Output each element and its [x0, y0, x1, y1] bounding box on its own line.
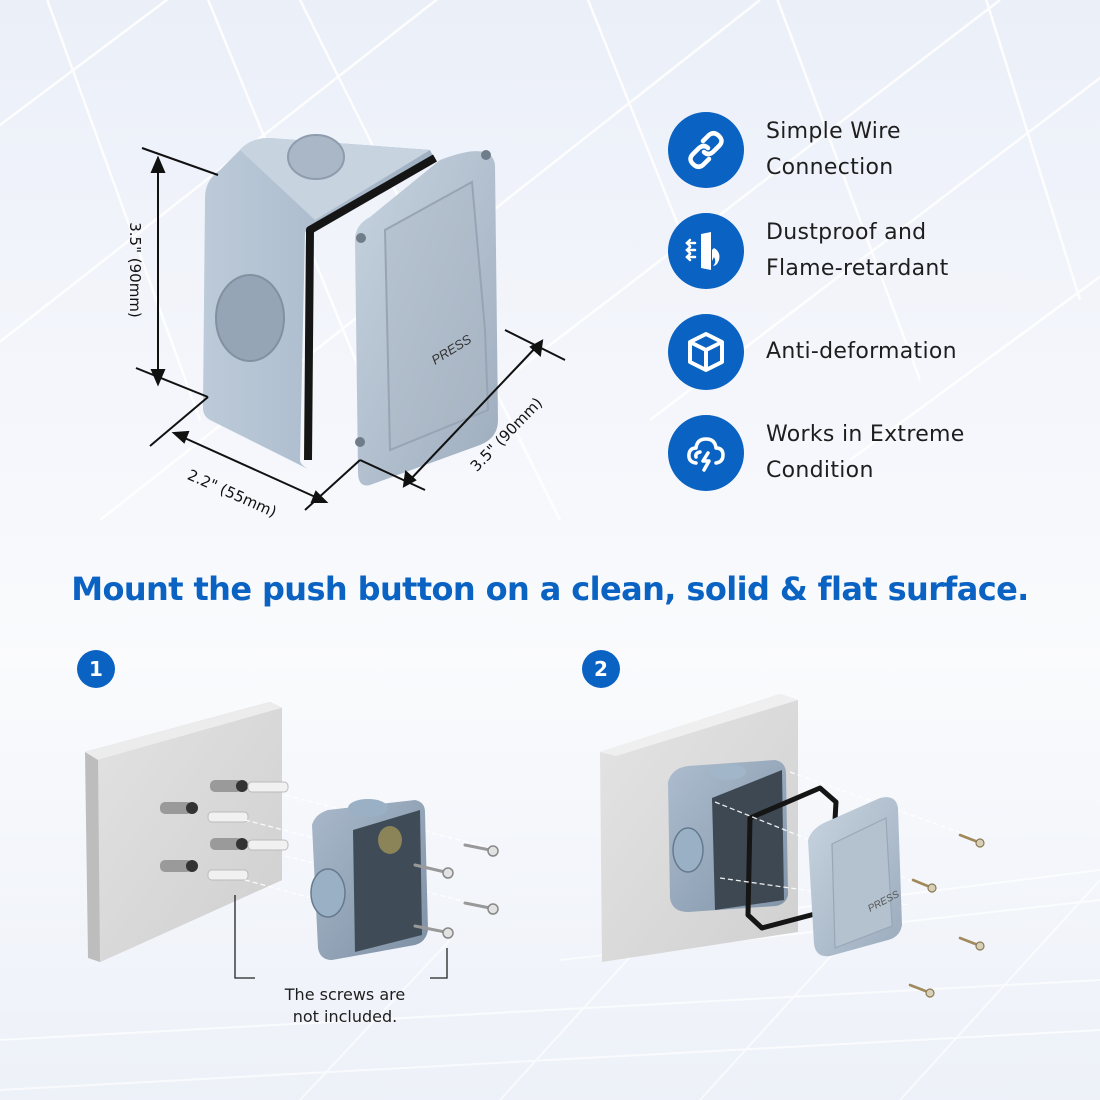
- feature-label: Dustproof and Flame-retardant: [766, 220, 949, 281]
- step-1-illustration: [70, 690, 520, 980]
- feature-label: Works in Extreme Condition: [766, 422, 965, 483]
- feature-label: Anti-deformation: [766, 339, 957, 364]
- height-dimension-label: 3.5" (90mm): [126, 222, 144, 318]
- storm-cloud-icon: [668, 415, 744, 491]
- product-dimension-diagram: PRESS 3.5" (90mm) 2.2" (55mm) 3.5" (90mm…: [100, 120, 590, 540]
- mounting-heading: Mount the push button on a clean, solid …: [71, 570, 1029, 608]
- feature-item: Works in Extreme Condition: [668, 415, 965, 491]
- link-icon: [668, 112, 744, 188]
- step-2-illustration: PRESS: [580, 690, 1030, 1010]
- feature-item: Anti-deformation: [668, 314, 957, 390]
- feature-item: Dustproof and Flame-retardant: [668, 213, 949, 289]
- screws-not-included-note: The screws are not included.: [284, 985, 406, 1026]
- feature-label: Simple Wire Connection: [766, 119, 901, 180]
- dustproof-flame-icon: [668, 213, 744, 289]
- cube-icon: [668, 314, 744, 390]
- feature-item: Simple Wire Connection: [668, 112, 901, 188]
- step-1-badge: 1: [77, 650, 115, 688]
- step-2-badge: 2: [582, 650, 620, 688]
